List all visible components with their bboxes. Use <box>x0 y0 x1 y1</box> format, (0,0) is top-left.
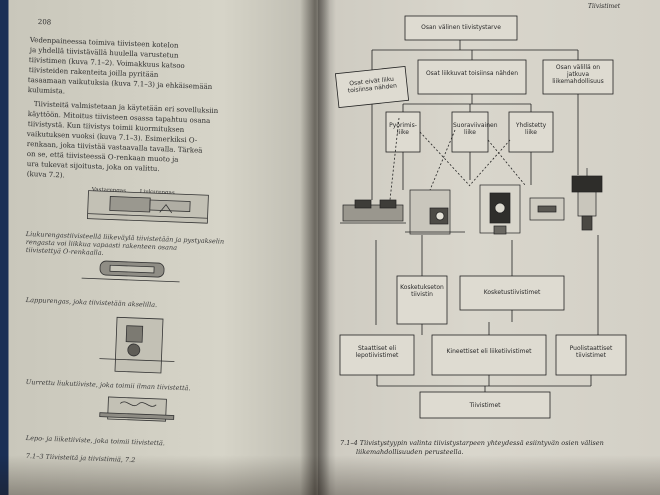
drawing-shaft-seal <box>405 190 465 234</box>
label-motion: Osat liikkuvat toisiinsa nähden <box>420 70 524 77</box>
label-continuous: Osan välillä on jatkuva liikemahdollisuu… <box>545 64 611 85</box>
label-top: Osan välinen tiivistystarve <box>405 24 517 31</box>
right-caption-line1: 7.1–4 Tiivistystyypin valinta tiivistyst… <box>340 440 604 447</box>
label-rotation: Pyörimis-liike <box>387 122 419 136</box>
drawing-bearing <box>480 185 520 234</box>
label-kinetic: Kineettiset eli liiketiivistimet <box>434 348 544 355</box>
label-static: Staattiset eli lepotiivistimet <box>342 345 412 359</box>
label-contact-seals: Kosketustiivistimet <box>462 289 562 296</box>
label-linear: Suoraviivainen liike <box>453 122 487 136</box>
label-semistatic: Puolistaattiset tiivistimet <box>558 345 624 359</box>
diagram-drawings <box>340 168 602 234</box>
drawing-flange <box>340 200 406 223</box>
box-motion <box>418 60 526 94</box>
box-kinetic <box>432 335 546 375</box>
label-contactless: Kosketukseton tiivistin <box>398 284 446 298</box>
drawing-groove <box>530 198 564 220</box>
photo-shadow <box>0 455 660 495</box>
label-final: Tiivistimet <box>420 402 550 409</box>
drawing-valve <box>572 168 602 230</box>
label-combined: Yhdistetty liike <box>510 122 552 136</box>
